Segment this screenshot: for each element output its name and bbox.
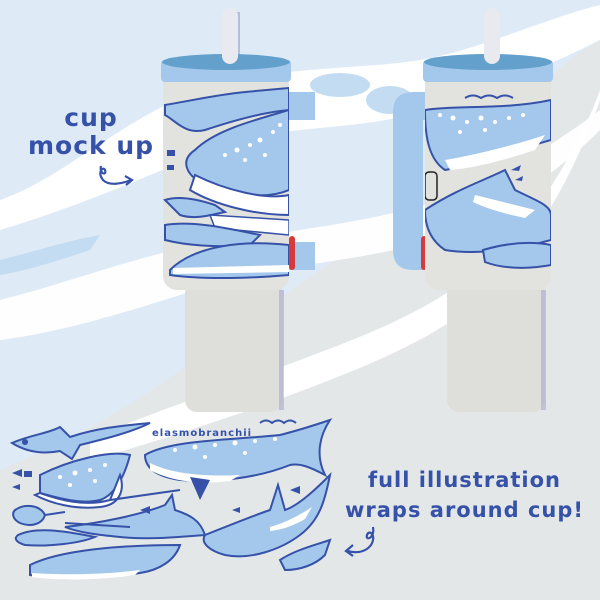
cup-base xyxy=(185,282,283,412)
cup-mockup-left xyxy=(161,8,315,412)
wrap-label-line2: wraps around cup! xyxy=(345,498,584,522)
cup-handle xyxy=(393,92,425,270)
flat-illustration xyxy=(9,418,333,580)
cup-mockup-right xyxy=(393,8,553,412)
curly-arrow-icon xyxy=(344,526,375,557)
wrap-label-line1: full illustration xyxy=(367,468,561,492)
cup-mockup-label: cup mock up xyxy=(28,104,154,160)
handle-accent xyxy=(289,236,295,270)
wrap-label: full illustration wraps around cup! xyxy=(345,465,584,525)
curly-arrow-icon xyxy=(99,165,134,186)
cup-mockup-label-line1: cup xyxy=(64,103,118,132)
illustration-title: elasmobranchii xyxy=(152,428,253,439)
cup-base xyxy=(447,282,545,412)
cup-mockup-label-line2: mock up xyxy=(28,131,155,160)
